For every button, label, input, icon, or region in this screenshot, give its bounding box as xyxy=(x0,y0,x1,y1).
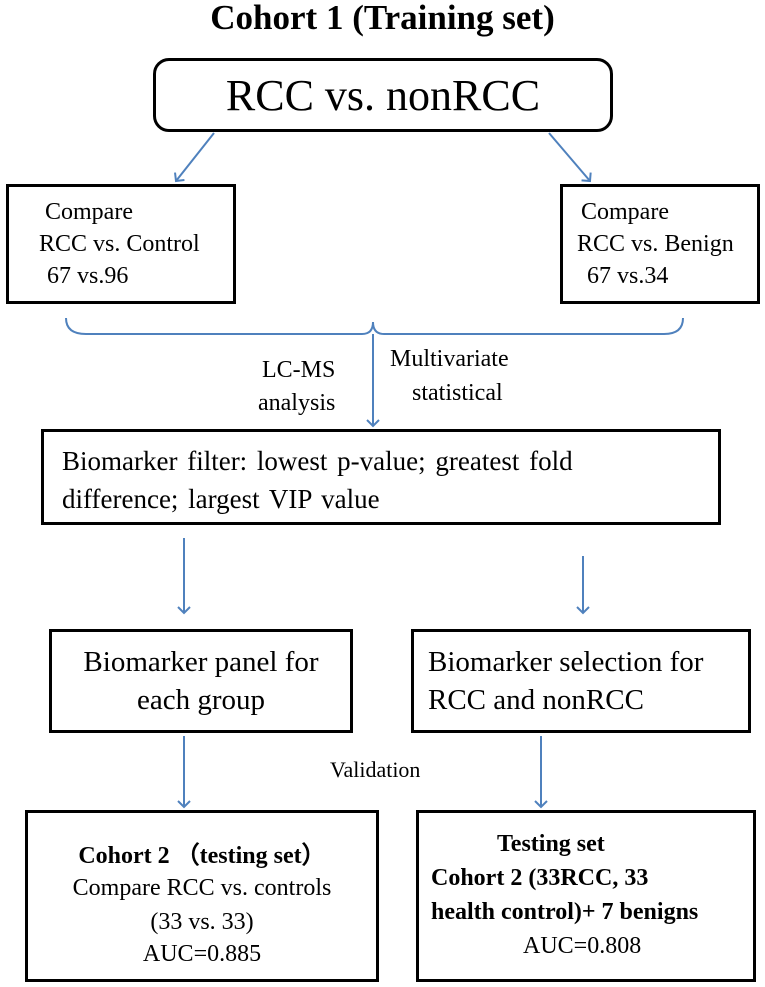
compare-control-line2: RCC vs. Control xyxy=(39,231,200,257)
compare-benign-line2: RCC vs. Benign xyxy=(577,231,734,257)
compare-control-line3: 67 vs.96 xyxy=(47,263,129,289)
compare-control-line1: Compare xyxy=(45,199,133,225)
biomarker-selection-box: Biomarker selection for RCC and nonRCC xyxy=(411,629,751,733)
cohort2-line1: Cohort 2 （testing set） xyxy=(78,843,326,869)
lcms-label-line2: analysis xyxy=(258,390,336,416)
diagram-title: Cohort 1 (Training set) xyxy=(210,0,555,37)
cohort2-line3: (33 vs. 33) xyxy=(150,909,254,935)
biomarker-filter-box: Biomarker filter: lowest p-value; greate… xyxy=(41,429,721,525)
panel-line2: each group xyxy=(136,684,266,716)
selection-line1: Biomarker selection for xyxy=(428,646,704,678)
arrow-to-compare-benign xyxy=(548,132,592,183)
compare-benign-line1: Compare xyxy=(581,199,669,225)
cohort2-testing-box: Cohort 2 （testing set） Compare RCC vs. c… xyxy=(25,810,379,982)
panel-line1: Biomarker panel for xyxy=(83,646,319,678)
cohort2-line4: AUC=0.885 xyxy=(142,941,262,967)
compare-benign-box: Compare RCC vs. Benign 67 vs.34 xyxy=(560,184,760,304)
testing-line2: Cohort 2 (33RCC, 33 xyxy=(431,865,649,891)
multivariate-label-line2: statistical xyxy=(412,380,503,406)
testing-set-box: Testing set Cohort 2 (33RCC, 33 health c… xyxy=(416,810,756,982)
top-box: RCC vs. nonRCC xyxy=(153,58,613,132)
compare-benign-line3: 67 vs.34 xyxy=(587,263,669,289)
biomarker-panel-box: Biomarker panel for each group xyxy=(49,629,353,733)
merge-bracket xyxy=(65,317,684,335)
validation-label: Validation xyxy=(330,757,421,782)
cohort2-line2: Compare RCC vs. controls xyxy=(72,875,332,901)
filter-line2: difference; largest VIP value xyxy=(62,484,380,514)
multivariate-label-line1: Multivariate xyxy=(390,346,509,372)
filter-line1: Biomarker filter: lowest p-value; greate… xyxy=(62,446,573,476)
testing-line3: health control)+ 7 benigns xyxy=(431,899,699,925)
compare-control-box: Compare RCC vs. Control 67 vs.96 xyxy=(6,184,236,304)
selection-line2: RCC and nonRCC xyxy=(428,684,644,716)
lcms-label-line1: LC-MS xyxy=(262,357,336,383)
top-box-label: RCC vs. nonRCC xyxy=(225,71,541,120)
testing-line4: AUC=0.808 xyxy=(523,933,642,959)
arrow-to-compare-control xyxy=(174,132,215,183)
testing-line1: Testing set xyxy=(497,831,605,857)
